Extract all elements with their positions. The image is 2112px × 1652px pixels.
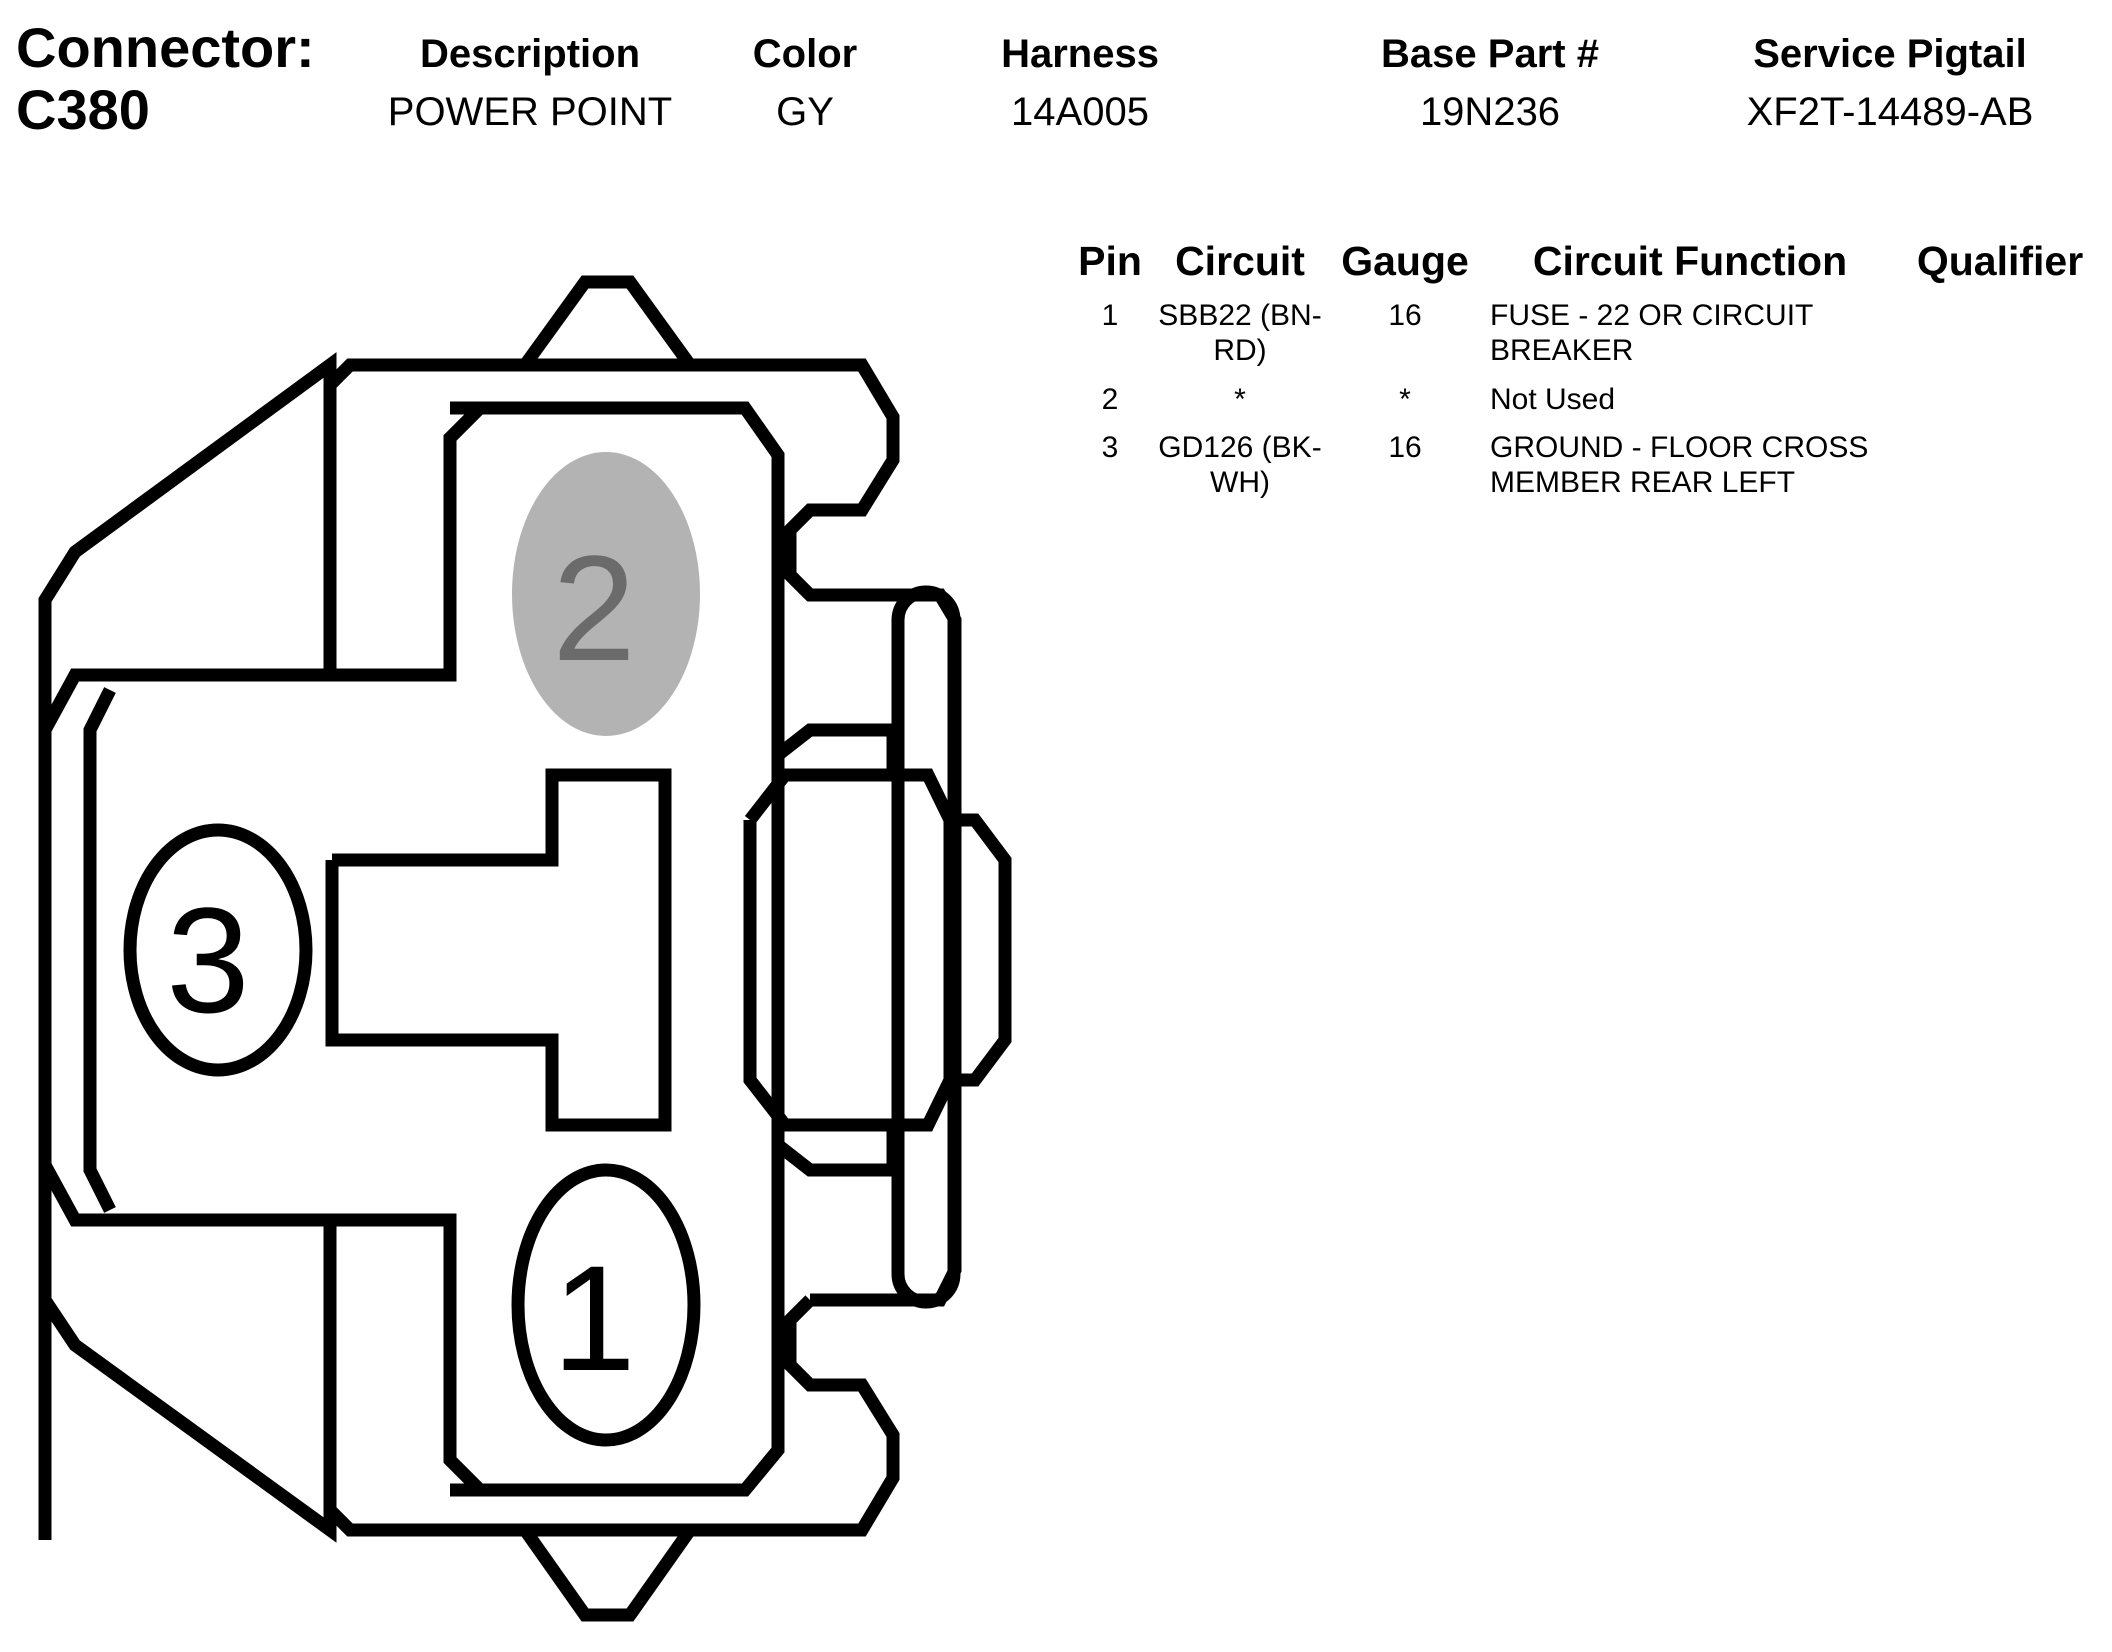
table-row-1-function-line1: FUSE - 22 OR CIRCUIT (1490, 299, 1814, 332)
pin-3-label: 3 (166, 876, 249, 1044)
table-row-3-function-line2: MEMBER REAR LEFT (1490, 466, 1796, 499)
top-latch-tab (519, 275, 696, 369)
table-row-2-gauge: * (1399, 383, 1411, 416)
header-base-part-label: Base Part # (1381, 32, 1599, 76)
keying-slot (325, 768, 672, 1132)
table-row-1-gauge: 16 (1388, 299, 1422, 332)
right-latch-lower-tab (773, 1125, 900, 1177)
table-header-circuit-function: Circuit Function (1532, 238, 1848, 284)
shell-wedge-lower (38, 1165, 337, 1543)
header-description-value: POWER POINT (387, 90, 673, 134)
table-row-3-pin: 3 (1101, 431, 1119, 464)
shell-wedge-upper (38, 352, 337, 730)
table-row-1-circuit-line1: SBB22 (BN- (1158, 299, 1322, 332)
right-latch-outer (950, 813, 1012, 1087)
table-row-2-circuit: * (1234, 383, 1246, 416)
table-row-1-circuit-line2: RD) (1213, 334, 1267, 367)
header-color-value: GY (776, 90, 834, 134)
table-header-gauge: Gauge (1341, 238, 1469, 284)
header-color-label: Color (752, 32, 858, 76)
inner-wall-left (83, 687, 116, 1213)
table-row-1-function-line2: BREAKER (1490, 334, 1634, 367)
table-header-circuit: Circuit (1175, 238, 1305, 284)
shell-top-rail (450, 358, 962, 1307)
header-harness-label: Harness (1001, 32, 1159, 76)
right-side-rail (891, 585, 961, 1309)
pin-1-label: 1 (552, 1234, 635, 1402)
shell-outline-lower (39, 1161, 450, 1537)
table-row-2-function: Not Used (1490, 383, 1616, 416)
table-row-1-pin: 1 (1101, 299, 1119, 332)
header-service-pigtail-value: XF2T-14489-AB (1746, 90, 2034, 134)
pin-1-cavity (511, 1163, 701, 1447)
connector-label: Connector: (16, 16, 315, 79)
header-description-label: Description (419, 32, 641, 76)
connector-id: C380 (16, 78, 150, 141)
table-row-2-pin: 2 (1101, 383, 1119, 416)
table-row-3-circuit-line1: GD126 (BK- (1158, 431, 1322, 464)
table-row-3-gauge: 16 (1388, 431, 1422, 464)
table-header-qualifier: Qualifier (1916, 238, 2084, 284)
header-service-pigtail-label: Service Pigtail (1753, 32, 2027, 76)
pin-3-cavity (123, 823, 313, 1077)
header-harness-value: 14A005 (1011, 90, 1149, 134)
connector-face-diagram: 2 3 1 (38, 275, 1012, 1622)
pin-2-cavity (512, 452, 700, 736)
table-row-3-circuit-line2: WH) (1210, 466, 1270, 499)
right-latch-upper-tab (773, 723, 900, 775)
bottom-latch-tab (519, 1526, 696, 1622)
table-row-3-function-line1: GROUND - FLOOR CROSS (1490, 431, 1869, 464)
header-base-part-value: 19N236 (1419, 90, 1561, 134)
table-header-pin: Pin (1078, 238, 1142, 284)
inner-cavity-left (330, 401, 496, 682)
shell-bottom-rail (450, 1295, 900, 1537)
inner-cavity-left-lower (330, 1213, 496, 1497)
pin-2-label: 2 (552, 524, 635, 692)
